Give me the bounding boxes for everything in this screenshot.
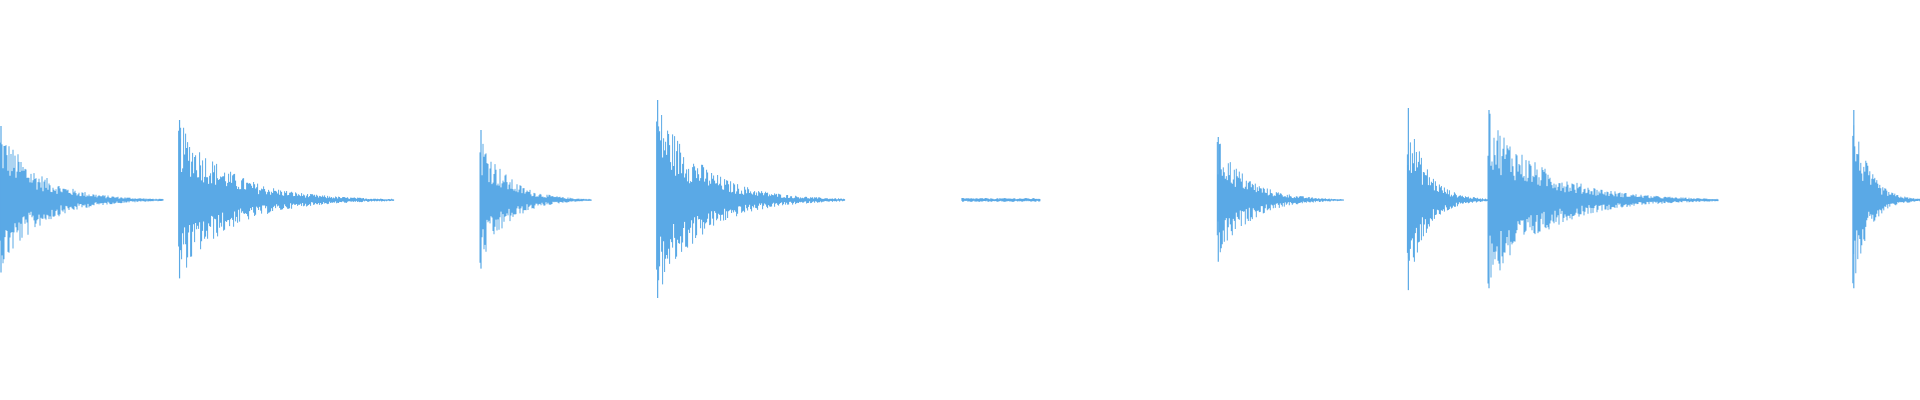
waveform-transient-9 bbox=[1852, 125, 1920, 284]
waveform-transient-1 bbox=[0, 142, 164, 272]
waveform-transient-4 bbox=[656, 115, 846, 285]
waveform-transient-8 bbox=[1487, 113, 1719, 284]
waveform-transient-3 bbox=[479, 143, 592, 263]
waveform-transient-7 bbox=[1406, 139, 1488, 262]
waveform-group bbox=[0, 100, 1920, 298]
waveform-transient-2 bbox=[178, 127, 395, 268]
waveform-transient-5 bbox=[961, 198, 1041, 202]
waveform-transient-6 bbox=[1216, 142, 1344, 253]
